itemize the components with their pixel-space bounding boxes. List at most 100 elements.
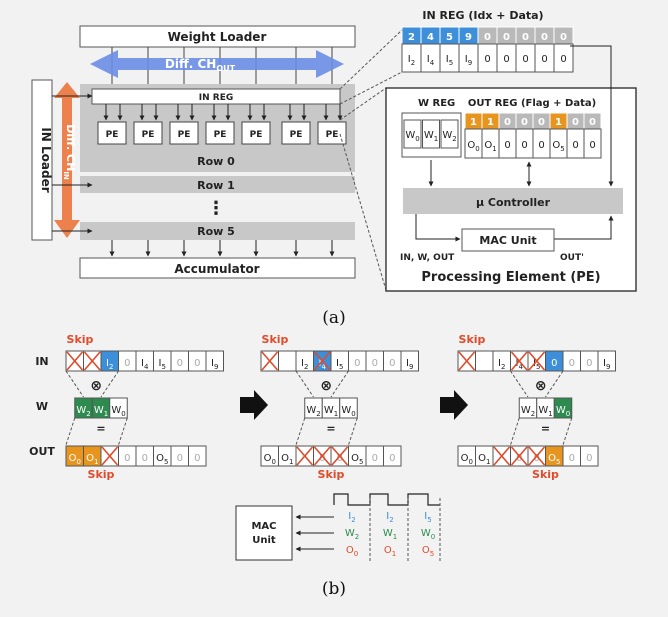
data-cell xyxy=(401,43,422,73)
w-value: W0 xyxy=(405,130,419,143)
out-value: 0 xyxy=(337,453,343,464)
window-line xyxy=(65,417,76,446)
in-reg-detail-title: IN REG (Idx + Data) xyxy=(422,9,543,22)
idx-value: 0 xyxy=(503,32,510,43)
w-value: W0 xyxy=(111,405,125,418)
equals-symbol: = xyxy=(326,422,335,435)
w-value: W1 xyxy=(424,130,438,143)
pe-box xyxy=(281,121,311,145)
row5-panel: Row 5 xyxy=(80,222,355,240)
out-value: O5 xyxy=(548,453,560,466)
in-value: I5 xyxy=(336,358,343,371)
out-cell xyxy=(580,445,599,467)
data-value: 0 xyxy=(503,54,509,65)
in-cell xyxy=(205,350,224,372)
diff-ch-out-arrow: Diff. CHOUT xyxy=(90,50,344,78)
pe-internal-arrows xyxy=(415,45,614,242)
skip-cross xyxy=(510,351,528,371)
data-value: 0 xyxy=(484,54,490,65)
weight-loader: Weight Loader xyxy=(79,25,356,48)
w-cell xyxy=(339,397,358,419)
svg-text:MAC: MAC xyxy=(251,521,276,532)
data-value: I9 xyxy=(465,54,472,67)
window-line xyxy=(118,417,128,446)
svg-text:μ Controller: μ Controller xyxy=(476,196,551,209)
skip-cross xyxy=(313,351,331,371)
in-value: I4 xyxy=(141,358,149,371)
equals-symbol: = xyxy=(541,422,550,435)
rows-ellipsis: ⋮ xyxy=(207,198,225,219)
data-value: 0 xyxy=(560,54,566,65)
w-value: W1 xyxy=(324,405,338,418)
idx-value: 2 xyxy=(408,32,415,43)
mac-input-arrows xyxy=(295,514,334,552)
pe-box xyxy=(317,121,347,145)
in-loader: IN Loader xyxy=(31,79,53,241)
row-0-label: Row 0 xyxy=(197,155,235,168)
data-cell xyxy=(458,43,479,73)
flag-value: 0 xyxy=(572,117,579,128)
step-arrow-1 xyxy=(240,390,268,420)
timing-w: W2 xyxy=(345,528,359,541)
out-value: O1 xyxy=(484,140,496,153)
w-value: W2 xyxy=(306,405,320,418)
row-label-row_in: IN xyxy=(35,355,48,368)
in-value: 0 xyxy=(586,358,592,369)
skip-cross xyxy=(101,446,119,466)
skip-cross xyxy=(528,351,546,371)
skip-label-bottom: Skip xyxy=(318,468,345,481)
out-value: 0 xyxy=(589,140,595,151)
out-value: O0 xyxy=(461,453,473,466)
window-line xyxy=(330,370,349,398)
data-value: I5 xyxy=(446,54,453,67)
out-value: O0 xyxy=(467,140,479,153)
row1-panel: Row 1 xyxy=(80,176,355,193)
svg-text:Accumulator: Accumulator xyxy=(174,262,259,276)
in-value: 0 xyxy=(124,358,130,369)
w-value: W0 xyxy=(556,405,570,418)
accumulator-connections xyxy=(109,240,335,257)
data-value: 0 xyxy=(541,54,547,65)
skip-cross xyxy=(493,446,511,466)
w-cell xyxy=(553,397,573,419)
window-line xyxy=(545,370,564,398)
in-value: I2 xyxy=(498,358,505,371)
pe-label: PE xyxy=(214,130,227,140)
otimes-symbol: ⊗ xyxy=(90,378,102,394)
svg-text:Diff. CHOUT: Diff. CHOUT xyxy=(165,57,236,73)
skip-cross xyxy=(83,351,101,371)
row-label-row_out: OUT xyxy=(29,445,55,458)
idx-value: 0 xyxy=(541,32,548,43)
otimes-symbol: ⊗ xyxy=(535,378,547,394)
data-value: I4 xyxy=(427,54,435,67)
window-line xyxy=(295,417,306,446)
w-value: W1 xyxy=(538,405,552,418)
svg-text:Row 1: Row 1 xyxy=(197,179,235,192)
out-value: 0 xyxy=(521,140,527,151)
in-value: 0 xyxy=(551,358,557,369)
in-value: I9 xyxy=(406,358,413,371)
mac-unit-box: MAC Unit xyxy=(461,228,555,252)
out-value: 0 xyxy=(516,453,522,464)
out-value: 0 xyxy=(319,453,325,464)
w-cell xyxy=(422,119,440,149)
flag-value: 1 xyxy=(487,117,494,128)
skip-cross xyxy=(66,351,84,371)
pe-label: PE xyxy=(290,130,303,140)
out-cell xyxy=(188,445,207,467)
skip-cross xyxy=(458,351,476,371)
flag-value: 1 xyxy=(555,117,562,128)
w-cell xyxy=(440,119,459,149)
skip-label-bottom: Skip xyxy=(532,468,559,481)
pe-box xyxy=(133,121,163,145)
svg-text:Diff. CHIN: Diff. CHIN xyxy=(62,124,77,180)
pe-box xyxy=(169,121,199,145)
skip-label-top: Skip xyxy=(459,333,486,346)
clock-waveform xyxy=(333,493,441,562)
w-value: W1 xyxy=(94,405,108,418)
